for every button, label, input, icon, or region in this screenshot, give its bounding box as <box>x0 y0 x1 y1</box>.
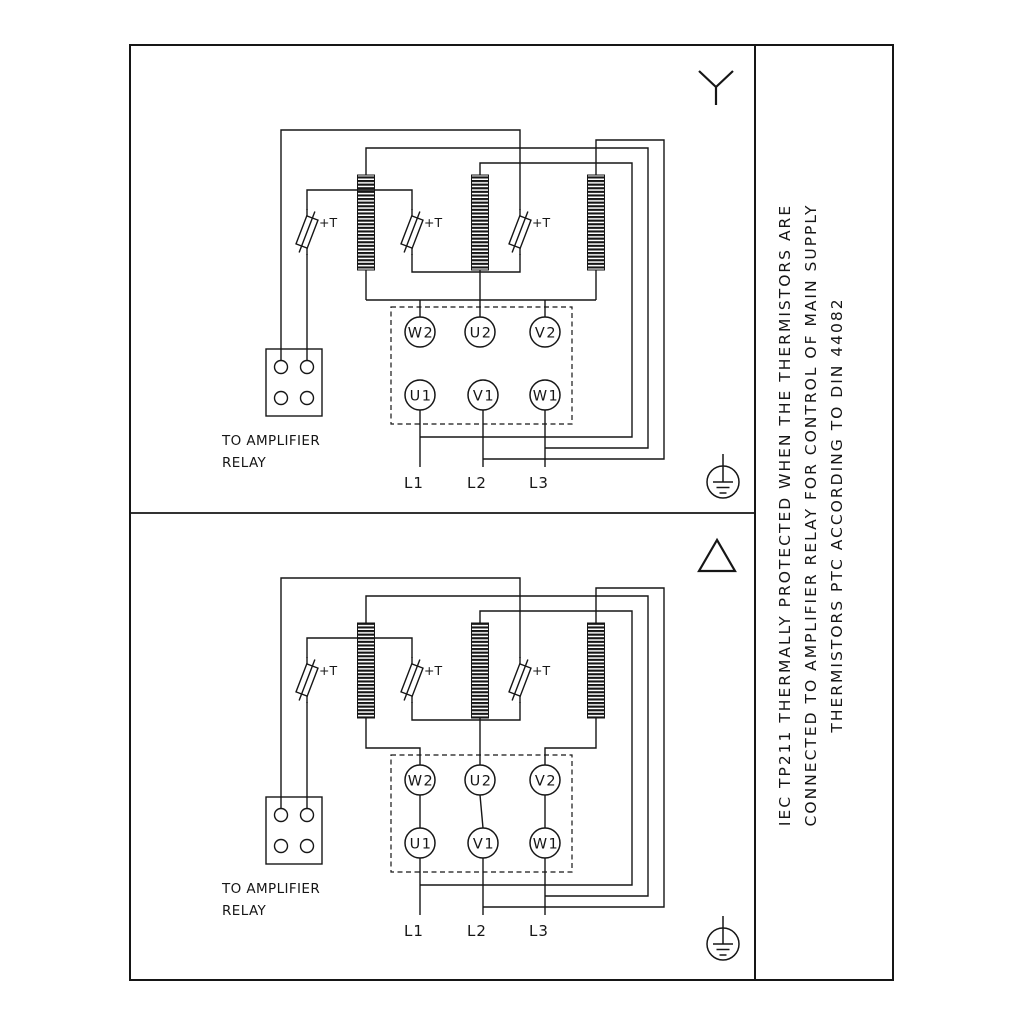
supply-line-l3: L3 <box>529 922 549 940</box>
relay-caption: RELAY <box>222 903 267 919</box>
supply-line-l1: L1 <box>404 474 424 492</box>
terminal-u1: U1 <box>410 837 433 853</box>
terminal-u2: U2 <box>470 774 493 790</box>
thermistor-label: +T <box>319 215 337 230</box>
winding-coil <box>587 174 605 271</box>
star-panel: +T +T +T TO AMPLIFIER RELAY W2 U2 V2 U1 … <box>221 70 740 499</box>
side-note-line-2: CONNECTED TO AMPLIFIER RELAY FOR CONTROL… <box>802 204 820 827</box>
delta-icon <box>697 537 737 573</box>
terminal-v1: V1 <box>473 837 495 853</box>
terminal-v1: V1 <box>473 389 495 405</box>
delta-wires <box>280 577 665 915</box>
motor-winding-coils <box>357 174 605 271</box>
thermistors: +T +T +T <box>292 656 550 704</box>
terminal-w2: W2 <box>408 326 435 342</box>
thermistor-label: +T <box>319 663 337 678</box>
thermistor-icon <box>397 656 427 704</box>
thermistor-label: +T <box>532 215 550 230</box>
thermistors: +T +T +T <box>292 208 550 256</box>
star-icon <box>698 70 734 105</box>
supply-line-l2: L2 <box>467 922 487 940</box>
supply-line-l2: L2 <box>467 474 487 492</box>
winding-coil <box>357 174 375 271</box>
winding-coil <box>471 174 489 271</box>
side-note-line-1: IEC TP211 THERMALLY PROTECTED WHEN THE T… <box>776 204 794 826</box>
side-note: IEC TP211 THERMALLY PROTECTED WHEN THE T… <box>776 204 846 827</box>
supply-line-l1: L1 <box>404 922 424 940</box>
thermistor-icon <box>292 208 322 256</box>
terminal-block: W2 U2 V2 U1 V1 W1 <box>390 306 573 425</box>
terminal-w1: W1 <box>533 389 560 405</box>
ground-icon <box>706 453 740 499</box>
winding-coil <box>357 622 375 719</box>
amplifier-relay-box <box>265 348 323 417</box>
terminal-u2: U2 <box>470 326 493 342</box>
thermistor-icon <box>505 208 535 256</box>
thermistor-label: +T <box>532 663 550 678</box>
side-note-line-3: THERMISTORS PTC ACCORDING TO DIN 44082 <box>828 297 846 733</box>
winding-coil <box>587 622 605 719</box>
supply-line-l3: L3 <box>529 474 549 492</box>
delta-panel: +T +T +T TO AMPLIFIER RELAY W2 U2 V2 U1 … <box>221 537 740 961</box>
thermistor-icon <box>505 656 535 704</box>
relay-caption: TO AMPLIFIER <box>221 881 320 897</box>
star-wires <box>280 129 665 467</box>
motor-winding-coils <box>357 622 605 719</box>
amplifier-relay-box <box>265 796 323 865</box>
ground-icon <box>706 915 740 961</box>
relay-caption: RELAY <box>222 455 267 471</box>
terminal-block: W2 U2 V2 U1 V1 W1 <box>390 754 573 873</box>
drawing-frame <box>129 44 894 981</box>
thermistor-label: +T <box>424 215 442 230</box>
terminal-v2: V2 <box>535 326 557 342</box>
thermistor-icon <box>292 656 322 704</box>
terminal-w1: W1 <box>533 837 560 853</box>
terminal-w2: W2 <box>408 774 435 790</box>
relay-caption: TO AMPLIFIER <box>221 433 320 449</box>
terminal-u1: U1 <box>410 389 433 405</box>
terminal-v2: V2 <box>535 774 557 790</box>
thermistor-icon <box>397 208 427 256</box>
winding-coil <box>471 622 489 719</box>
thermistor-label: +T <box>424 663 442 678</box>
